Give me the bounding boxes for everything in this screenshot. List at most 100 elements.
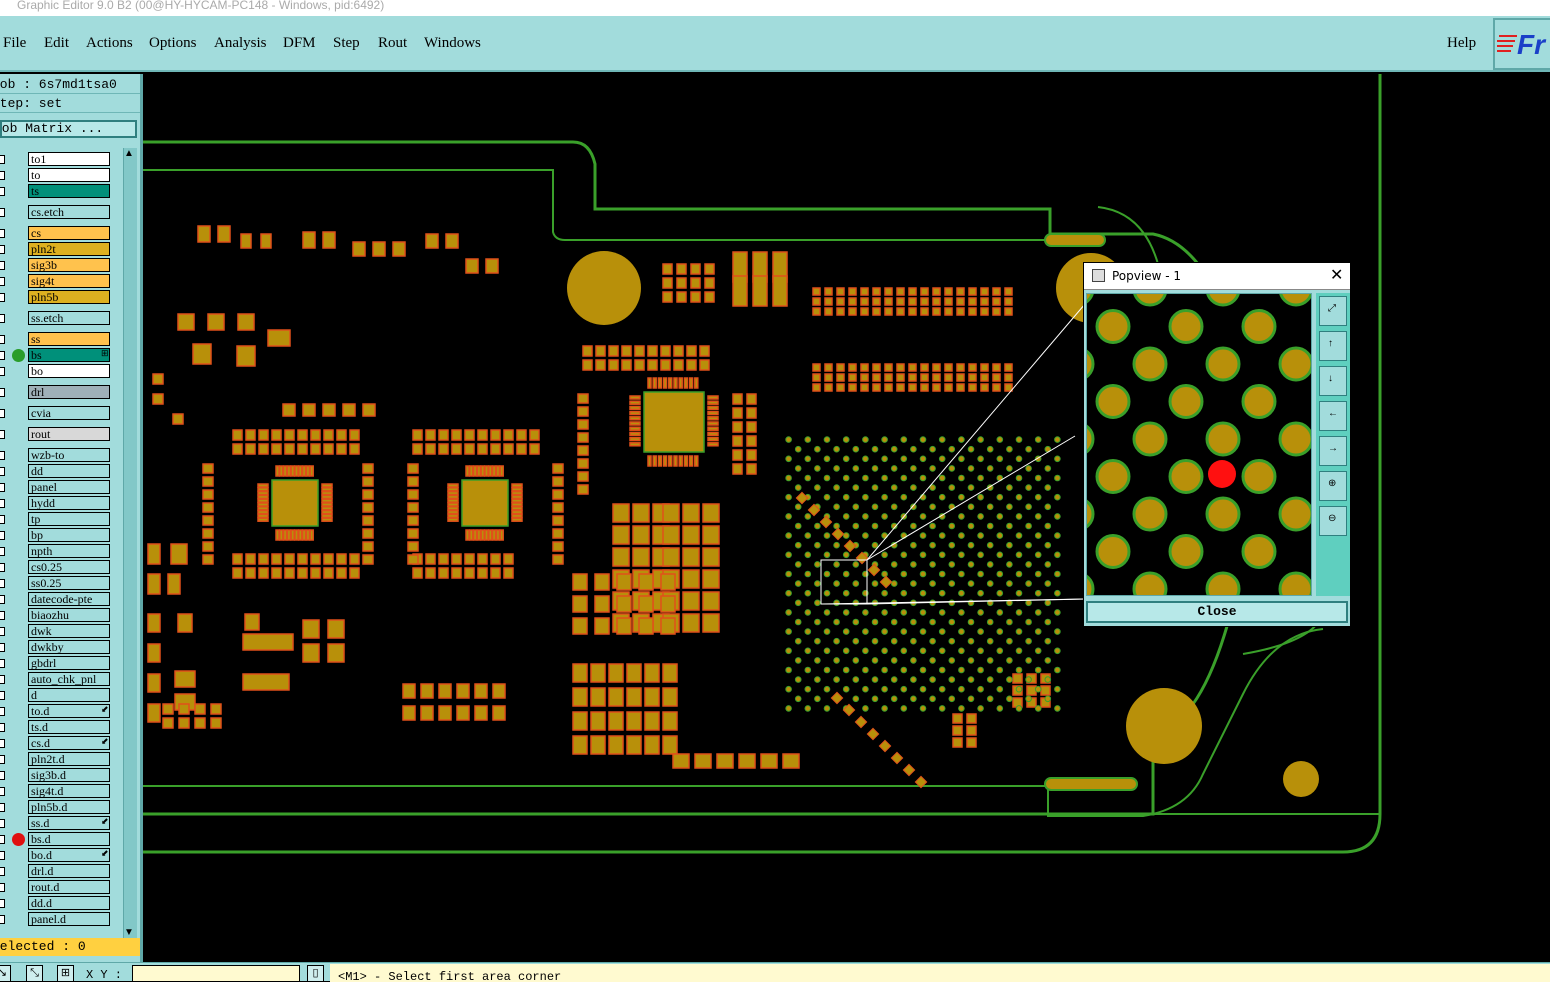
layer-row[interactable]: bo.d⬋ (0, 848, 112, 863)
layer-row[interactable]: panel.d (0, 912, 112, 927)
layer-checkbox[interactable] (0, 611, 5, 620)
layer-checkbox[interactable] (0, 388, 5, 397)
layer-name[interactable]: bs (28, 348, 110, 362)
layer-checkbox[interactable] (0, 883, 5, 892)
menu-windows[interactable]: Windows (424, 35, 481, 51)
layer-name[interactable]: cs (28, 226, 110, 240)
layer-row[interactable]: to1 (0, 152, 112, 167)
layer-name[interactable]: ss0.25 (28, 576, 110, 590)
layer-row[interactable]: drl (0, 385, 112, 400)
layer-row[interactable]: sig4t (0, 274, 112, 289)
pan-right-icon[interactable]: → (1319, 436, 1347, 466)
layer-row[interactable]: panel (0, 480, 112, 495)
layer-row[interactable]: dd (0, 464, 112, 479)
layer-name[interactable]: ss.d (28, 816, 110, 830)
layer-name[interactable]: rout (28, 427, 110, 441)
layer-row[interactable]: cs.d⬋ (0, 736, 112, 751)
layer-checkbox[interactable] (0, 547, 5, 556)
grid-tool-icon[interactable]: ⊞ (57, 965, 74, 982)
layer-name[interactable]: wzb-to (28, 448, 110, 462)
layer-row[interactable]: bo (0, 364, 112, 379)
layer-checkbox[interactable] (0, 755, 5, 764)
popview-canvas[interactable] (1086, 293, 1312, 596)
layer-checkbox[interactable] (0, 208, 5, 217)
layer-row[interactable]: rout (0, 427, 112, 442)
layer-name[interactable]: ss.etch (28, 311, 110, 325)
layer-checkbox[interactable] (0, 171, 5, 180)
pan-left-icon[interactable]: ← (1319, 401, 1347, 431)
layer-checkbox[interactable] (0, 707, 5, 716)
layer-name[interactable]: bo (28, 364, 110, 378)
layer-checkbox[interactable] (0, 187, 5, 196)
layer-checkbox[interactable] (0, 643, 5, 652)
layer-name[interactable]: ts.d (28, 720, 110, 734)
layer-checkbox[interactable] (0, 483, 5, 492)
layer-checkbox[interactable] (0, 515, 5, 524)
layer-name[interactable]: tp (28, 512, 110, 526)
layer-name[interactable]: pln5b (28, 290, 110, 304)
layer-checkbox[interactable] (0, 335, 5, 344)
layer-checkbox[interactable] (0, 675, 5, 684)
layer-name[interactable]: to (28, 168, 110, 182)
menu-step[interactable]: Step (333, 35, 360, 51)
layer-row[interactable]: wzb-to (0, 448, 112, 463)
layer-name[interactable]: sig3b (28, 258, 110, 272)
zoom-out-icon[interactable]: ⊖ (1319, 506, 1347, 536)
layer-checkbox[interactable] (0, 499, 5, 508)
menu-options[interactable]: Options (149, 35, 197, 51)
layer-name[interactable]: dwk (28, 624, 110, 638)
layer-row[interactable]: cs0.25 (0, 560, 112, 575)
layer-name[interactable]: auto_chk_pnl (28, 672, 110, 686)
layer-checkbox[interactable] (0, 835, 5, 844)
layer-row[interactable]: cvia (0, 406, 112, 421)
layer-name[interactable]: sig4t.d (28, 784, 110, 798)
pan-up-icon[interactable]: ↑ (1319, 331, 1347, 361)
layer-checkbox[interactable] (0, 229, 5, 238)
menu-dfm[interactable]: DFM (283, 35, 316, 51)
layer-checkbox[interactable] (0, 261, 5, 270)
menu-rout[interactable]: Rout (378, 35, 408, 51)
pointer-tool-icon[interactable]: ↘ (0, 965, 11, 982)
layer-name[interactable]: ss (28, 332, 110, 346)
layer-row[interactable]: dd.d (0, 896, 112, 911)
layer-checkbox[interactable] (0, 367, 5, 376)
layer-scrollbar[interactable]: ▲ ▼ (123, 148, 137, 938)
layer-row[interactable]: rout.d (0, 880, 112, 895)
layer-row[interactable]: sig3b.d (0, 768, 112, 783)
layer-checkbox[interactable] (0, 723, 5, 732)
layer-row[interactable]: pln2t.d (0, 752, 112, 767)
layer-checkbox[interactable] (0, 467, 5, 476)
layer-row[interactable]: ss0.25 (0, 576, 112, 591)
layer-row[interactable]: d (0, 688, 112, 703)
layer-row[interactable]: ss.d⬋ (0, 816, 112, 831)
layer-checkbox[interactable] (0, 819, 5, 828)
layer-checkbox[interactable] (0, 851, 5, 860)
layer-checkbox[interactable] (0, 771, 5, 780)
layer-name[interactable]: datecode-pte (28, 592, 110, 606)
layer-checkbox[interactable] (0, 409, 5, 418)
layer-row[interactable]: hydd (0, 496, 112, 511)
layer-row[interactable]: dwkby (0, 640, 112, 655)
layer-name[interactable]: npth (28, 544, 110, 558)
layer-name[interactable]: to1 (28, 152, 110, 166)
toggle-button[interactable]: ▯ (307, 965, 324, 982)
layer-row[interactable]: sig4t.d (0, 784, 112, 799)
layer-row[interactable]: cs (0, 226, 112, 241)
layer-name[interactable]: dwkby (28, 640, 110, 654)
layer-name[interactable]: cs.d (28, 736, 110, 750)
layer-row[interactable]: pln5b (0, 290, 112, 305)
popview-titlebar[interactable]: Popview - 1 ✕ (1084, 263, 1350, 290)
layer-row[interactable]: dwk (0, 624, 112, 639)
layer-row[interactable]: bp (0, 528, 112, 543)
layer-name[interactable]: bs.d (28, 832, 110, 846)
graphics-canvas[interactable] (143, 74, 1550, 962)
layer-name[interactable]: panel.d (28, 912, 110, 926)
layer-name[interactable]: pln2t (28, 242, 110, 256)
layer-row[interactable]: gbdrl (0, 656, 112, 671)
layer-checkbox[interactable] (0, 531, 5, 540)
layer-checkbox[interactable] (0, 351, 5, 360)
layer-checkbox[interactable] (0, 867, 5, 876)
layer-row[interactable]: npth (0, 544, 112, 559)
layer-checkbox[interactable] (0, 579, 5, 588)
layer-name[interactable]: dd (28, 464, 110, 478)
